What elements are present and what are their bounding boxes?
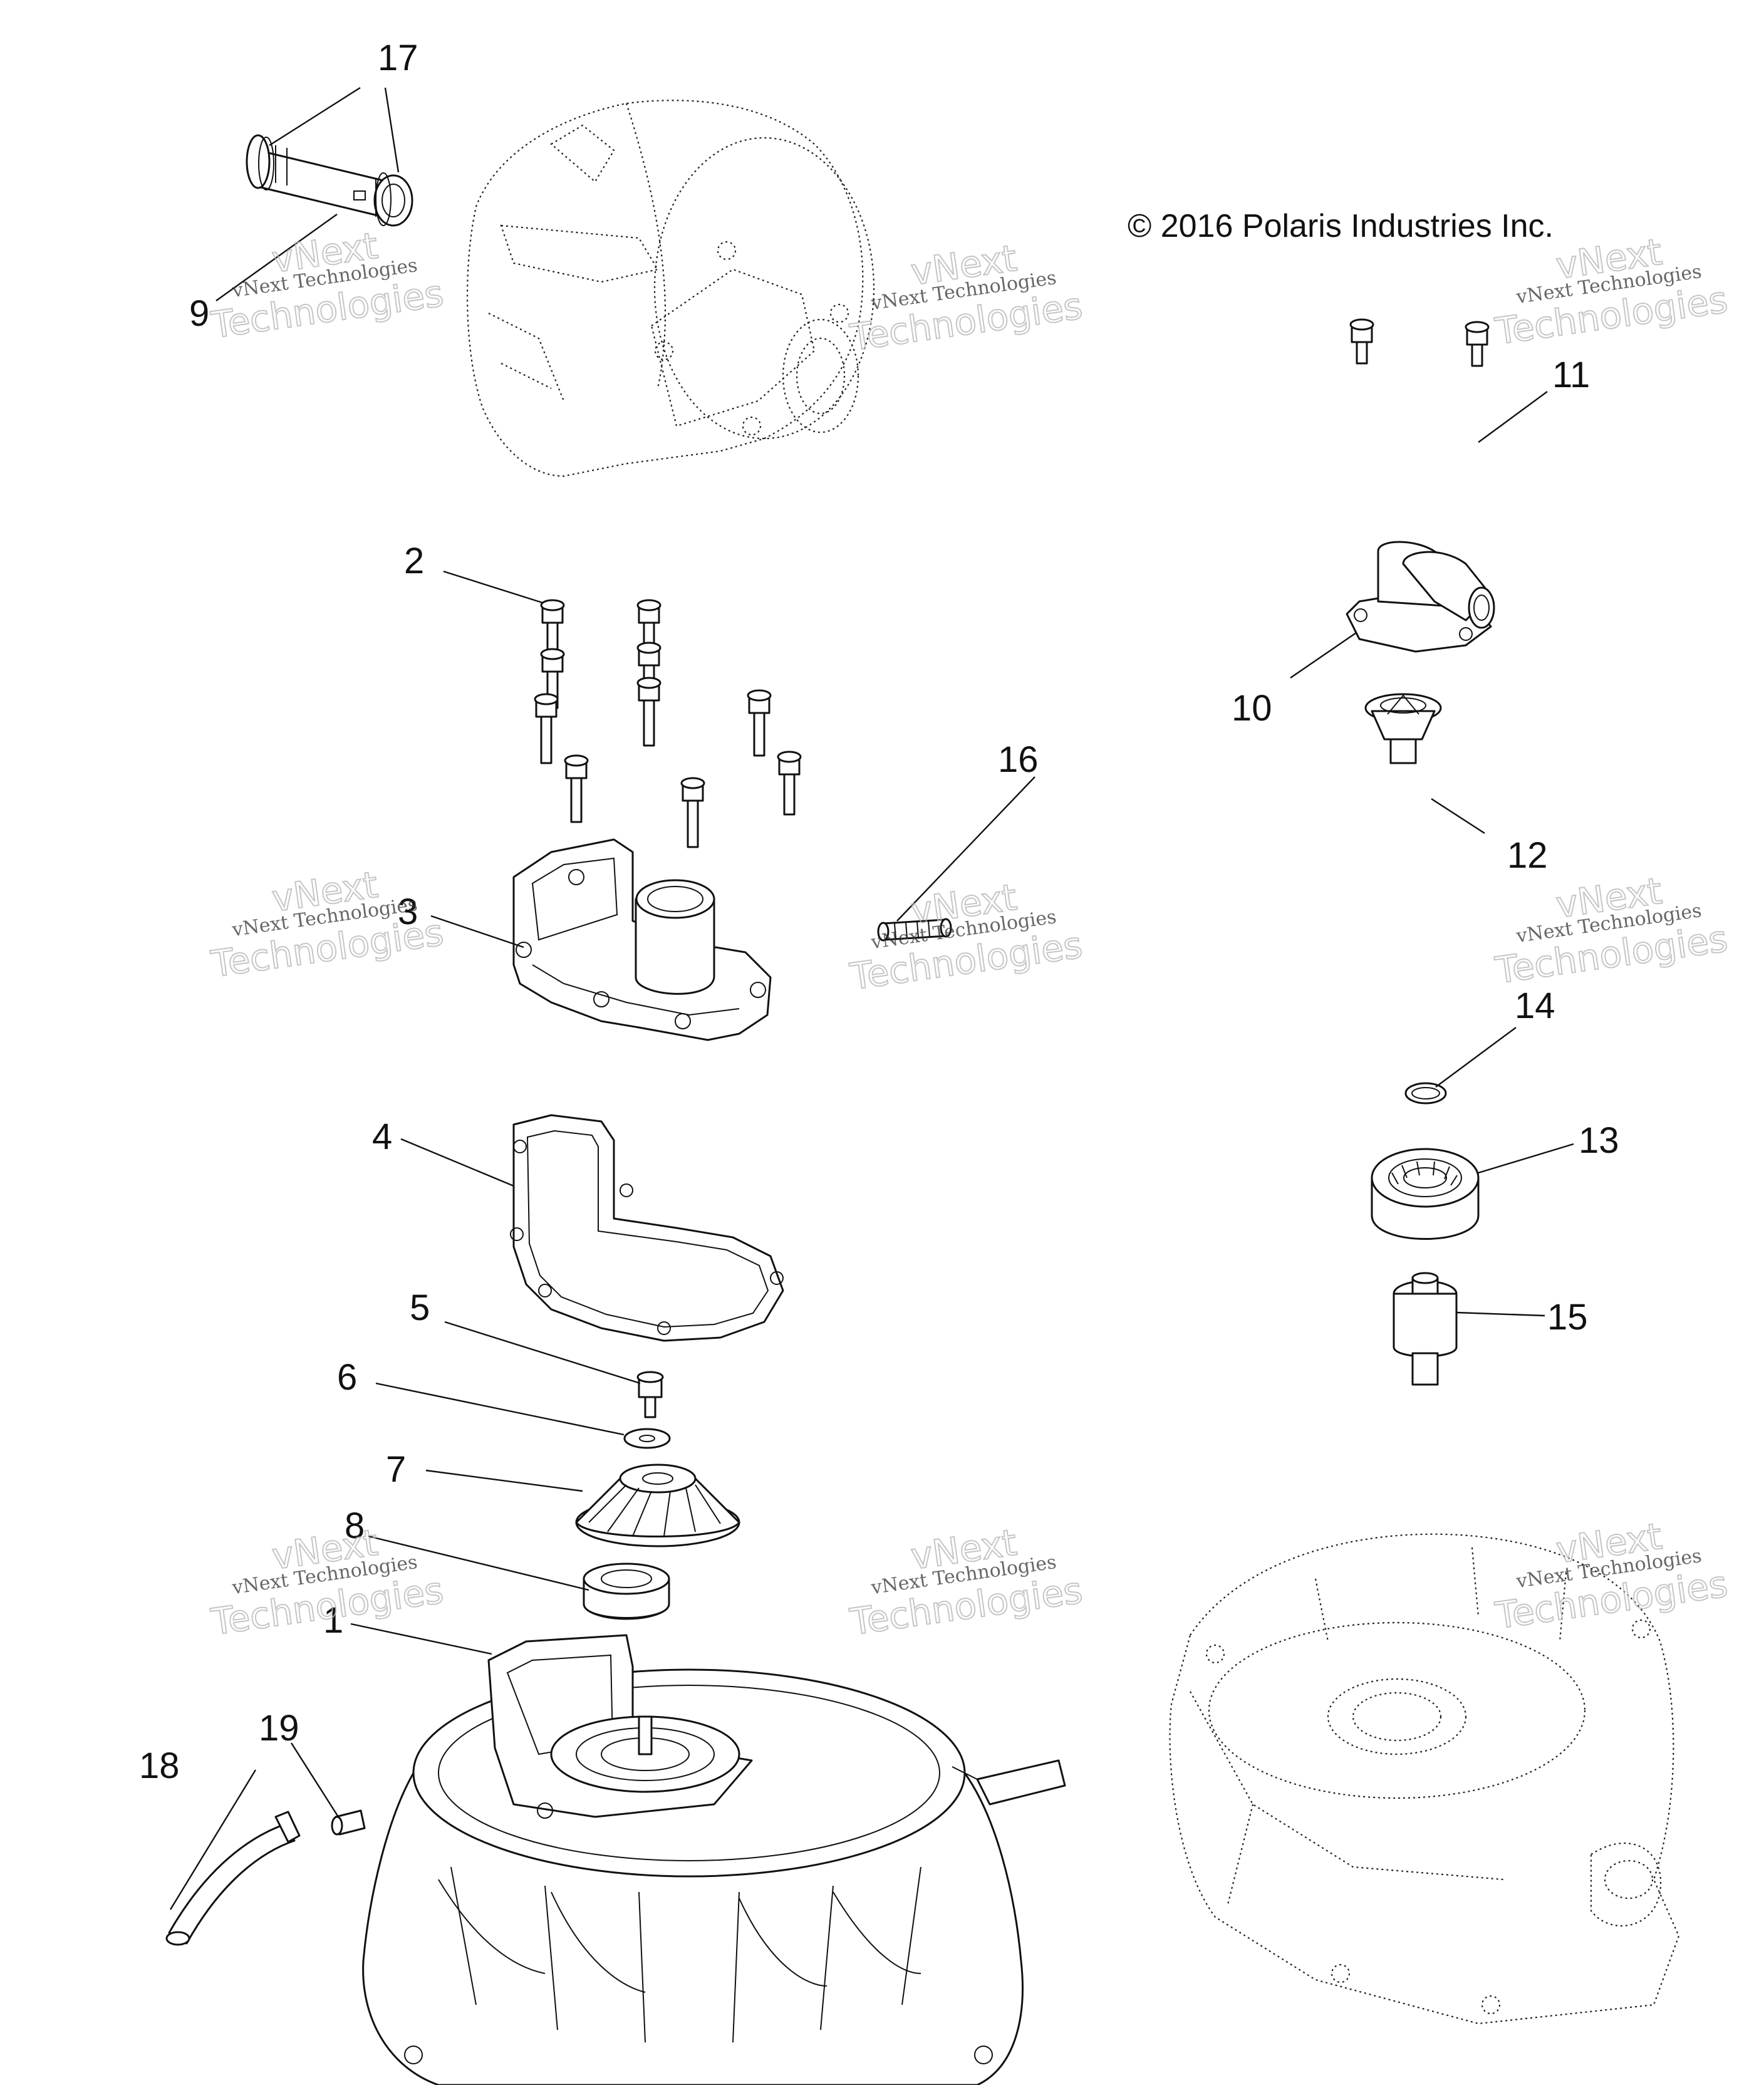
thermostat-housing-part-10	[1346, 541, 1495, 653]
o-ring-part-14	[1404, 1082, 1447, 1105]
watermark: vNext vNext Technologies Technologies	[847, 1521, 1086, 1644]
watermark: vNext vNext Technologies Technologies	[1492, 1514, 1731, 1638]
watermark: vNext vNext Technologies Technologies	[847, 875, 1086, 999]
pump-shaft-part-15	[1393, 1272, 1458, 1386]
impeller-part-7	[575, 1464, 740, 1547]
thermostat-part-12	[1364, 693, 1442, 764]
bolt	[534, 693, 559, 764]
leader-lines	[169, 86, 1574, 1910]
bolt	[777, 751, 802, 816]
callout-7: 7	[386, 1449, 406, 1490]
callout-9: 9	[189, 293, 209, 334]
bolt	[636, 677, 662, 747]
callout-numbers: 17 9 2 3 16 4 5 6 7 8 1 19 18 11 10 12 1…	[139, 38, 1619, 1786]
watermark: vNext vNext Technologies Technologies	[208, 224, 447, 347]
ghost-engine-cover-top	[467, 100, 875, 477]
watermark: vNext vNext Technologies Technologies	[1492, 230, 1731, 353]
callout-14: 14	[1515, 985, 1555, 1026]
bolt	[1465, 321, 1490, 367]
callout-10: 10	[1232, 688, 1272, 729]
bearing-part-13	[1371, 1148, 1480, 1240]
dowel-pin-part-16	[877, 918, 952, 942]
copyright-notice: © 2016 Polaris Industries Inc.	[1128, 208, 1554, 244]
callout-12: 12	[1507, 835, 1548, 876]
callout-13: 13	[1579, 1120, 1619, 1161]
gasket-part-4	[510, 1114, 784, 1342]
hose-part-18	[165, 1811, 301, 1946]
callout-1: 1	[323, 1600, 343, 1641]
plug-part-19	[331, 1809, 366, 1836]
bolt	[564, 754, 589, 823]
water-pump-seal-part-8	[583, 1562, 670, 1620]
bolt	[747, 689, 772, 757]
coolant-pipe-part-9	[246, 134, 413, 227]
bolts-part-11	[1349, 318, 1490, 367]
callout-19: 19	[259, 1708, 299, 1749]
callout-15: 15	[1547, 1297, 1588, 1338]
callout-16: 16	[998, 739, 1039, 780]
ghost-crankcase-bottom	[1169, 1533, 1680, 2025]
watermark: vNext vNext Technologies Technologies	[208, 863, 447, 986]
callout-18: 18	[139, 1745, 180, 1786]
callout-6: 6	[337, 1357, 357, 1398]
callout-2: 2	[404, 541, 424, 581]
water-pump-cover-part-3	[512, 838, 772, 1041]
bolts-part-2	[534, 599, 802, 848]
callout-8: 8	[345, 1505, 365, 1546]
watermark: vNext vNext Technologies Technologies	[1492, 869, 1731, 992]
callout-11: 11	[1552, 355, 1590, 395]
watermark: vNext vNext Technologies Technologies	[847, 236, 1086, 360]
bolt	[1349, 318, 1374, 365]
o-rings-part-17	[258, 137, 392, 226]
bolt	[636, 642, 662, 684]
bolt	[680, 777, 705, 848]
crankcase-housing-part-1	[362, 1634, 1066, 2085]
callout-4: 4	[372, 1116, 392, 1157]
callout-17: 17	[378, 38, 418, 78]
washer-part-6	[623, 1428, 671, 1449]
watermark: vNext vNext Technologies Technologies	[208, 1521, 447, 1644]
callout-3: 3	[398, 892, 418, 932]
callout-5: 5	[410, 1287, 430, 1328]
impeller-bolt-part-5	[636, 1371, 664, 1418]
